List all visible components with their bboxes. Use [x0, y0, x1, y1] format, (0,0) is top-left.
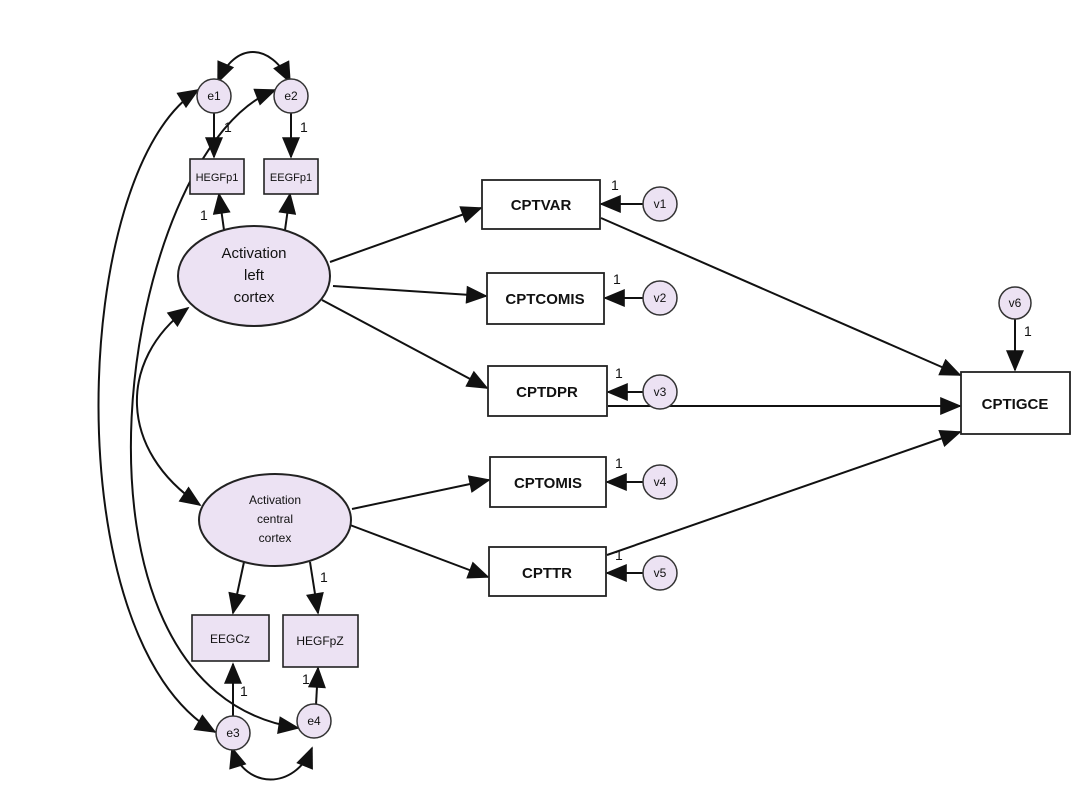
- path-e4-hegfpz: [307, 666, 326, 706]
- error-v3-label: v3: [654, 385, 667, 399]
- label-e1-hegfp1: 1: [224, 119, 232, 135]
- obs-hegfpz: HEGFpZ: [282, 614, 359, 668]
- error-v1-label: v1: [654, 197, 667, 211]
- error-v6-label: v6: [1009, 296, 1022, 310]
- obs-cptcomis-label: CPTCOMIS: [505, 291, 584, 308]
- obs-cptomis: CPTOMIS: [489, 456, 607, 508]
- obs-eegcz: EEGCz: [191, 614, 270, 662]
- obs-hegfpz-label: HEGFpZ: [296, 634, 343, 648]
- latent-central-line1: Activation: [249, 493, 301, 507]
- label-v2-cptcomis: 1: [613, 271, 621, 287]
- cov-latents: [135, 306, 202, 507]
- obs-cptigce: CPTIGCE: [960, 371, 1071, 435]
- path-central-cptomis: [351, 475, 491, 510]
- error-v4: v4: [642, 464, 678, 500]
- latent-central-line2: central: [257, 512, 293, 526]
- label-e2-eegfp1: 1: [300, 119, 308, 135]
- cov-e1-e2: [217, 51, 291, 84]
- label-central-hegfpz: 1: [320, 569, 328, 585]
- obs-cptomis-label: CPTOMIS: [514, 475, 582, 492]
- obs-cpttr: CPTTR: [488, 546, 607, 597]
- obs-cptvar-label: CPTVAR: [511, 197, 572, 214]
- error-v1: v1: [642, 186, 678, 222]
- path-left-hegfp1: [212, 192, 231, 231]
- path-cpttr-cptigce: [606, 430, 962, 556]
- label-left-hegfp1: 1: [200, 207, 208, 223]
- cov-e3-e4: [229, 746, 313, 781]
- latent-left-cortex: Activation left cortex: [177, 225, 331, 327]
- latent-left-line3: cortex: [234, 289, 275, 306]
- path-central-hegfpz: [306, 561, 324, 615]
- obs-cptcomis: CPTCOMIS: [486, 272, 605, 325]
- path-left-cptcomis: [332, 285, 488, 304]
- label-v3-cptdpr: 1: [615, 365, 623, 381]
- error-v2-label: v2: [654, 291, 667, 305]
- obs-cptvar: CPTVAR: [481, 179, 601, 230]
- error-e1: e1: [196, 78, 232, 114]
- error-e3-label: e3: [226, 726, 240, 740]
- latent-central-cortex: Activation central cortex: [198, 473, 352, 567]
- label-v5-cpttr: 1: [615, 547, 623, 563]
- label-v4-cptomis: 1: [615, 455, 623, 471]
- error-e2-label: e2: [284, 89, 298, 103]
- label-e4-hegfpz: 1: [302, 671, 310, 687]
- obs-eegcz-label: EEGCz: [210, 632, 250, 646]
- obs-cpttr-label: CPTTR: [522, 565, 572, 582]
- latent-left-line2: left: [244, 267, 265, 284]
- label-e3-eegcz: 1: [240, 683, 248, 699]
- obs-eegfp1: EEGFp1: [263, 158, 319, 195]
- latent-left-line1: Activation: [221, 245, 286, 262]
- label-v6-cptigce: 1: [1024, 323, 1032, 339]
- error-v5-label: v5: [654, 566, 667, 580]
- obs-cptdpr: CPTDPR: [487, 365, 608, 417]
- obs-hegfp1-label: HEGFp1: [196, 172, 239, 184]
- latent-central-line3: cortex: [259, 531, 292, 545]
- error-e2: e2: [273, 78, 309, 114]
- label-v1-cptvar: 1: [611, 177, 619, 193]
- error-v6: v6: [998, 286, 1032, 320]
- error-e4: e4: [296, 703, 332, 739]
- error-v3: v3: [642, 374, 678, 410]
- path-left-cptdpr: [321, 299, 489, 389]
- obs-cptigce-label: CPTIGCE: [982, 396, 1049, 413]
- error-v2: v2: [642, 280, 678, 316]
- error-e3: e3: [215, 715, 251, 751]
- obs-hegfp1: HEGFp1: [189, 158, 245, 195]
- path-central-eegcz: [228, 561, 246, 615]
- error-v4-label: v4: [654, 475, 667, 489]
- path-cptvar-cptigce: [600, 217, 962, 376]
- error-e1-label: e1: [207, 89, 221, 103]
- cov-e1-e3: [97, 89, 217, 733]
- error-v5: v5: [642, 555, 678, 591]
- path-central-cpttr: [349, 524, 490, 579]
- obs-eegfp1-label: EEGFp1: [270, 172, 312, 184]
- path-left-eegfp1: [278, 192, 297, 231]
- obs-cptdpr-label: CPTDPR: [516, 384, 578, 401]
- path-left-cptvar: [329, 206, 483, 263]
- error-e4-label: e4: [307, 714, 321, 728]
